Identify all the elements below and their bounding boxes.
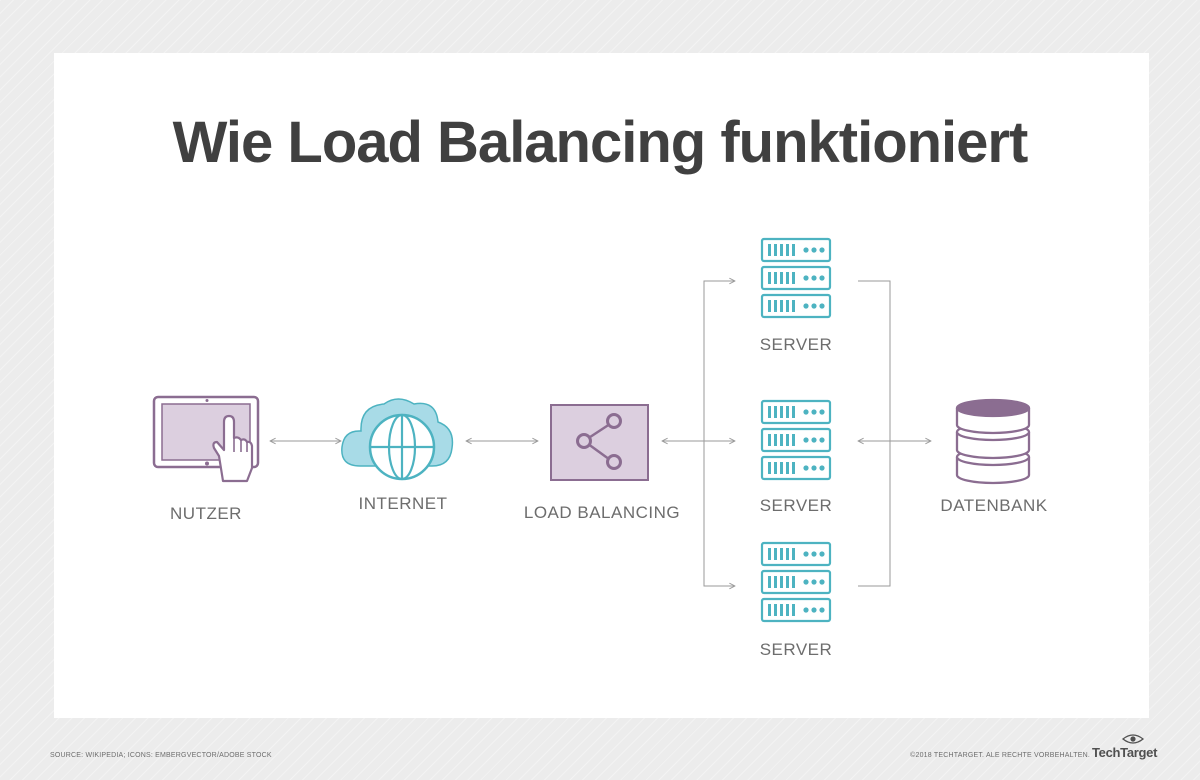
source-credit: SOURCE: WIKIPEDIA; ICONS: EMBERGVECTOR/A… bbox=[50, 752, 272, 759]
bracket-servers-right bbox=[858, 280, 891, 587]
cloud-globe-icon bbox=[341, 398, 454, 481]
diagram-card bbox=[54, 53, 1149, 718]
server-bottom-icon bbox=[762, 543, 830, 621]
share-icon bbox=[550, 404, 649, 481]
label-server-middle: SERVER bbox=[759, 496, 833, 515]
database-icon bbox=[955, 398, 1031, 485]
server-middle-icon bbox=[762, 401, 830, 479]
label-database: DATENBANK bbox=[940, 496, 1048, 515]
label-server-top: SERVER bbox=[759, 335, 833, 354]
label-internet: INTERNET bbox=[358, 494, 448, 513]
label-user: NUTZER bbox=[170, 504, 242, 523]
eye-icon bbox=[1122, 734, 1144, 744]
tablet-touch-icon bbox=[152, 395, 260, 483]
page-title: Wie Load Balancing funktioniert bbox=[172, 110, 1029, 175]
server-top-icon bbox=[762, 239, 830, 317]
bracket-servers-left bbox=[703, 281, 735, 586]
connectors bbox=[270, 281, 931, 586]
label-server-bottom: SERVER bbox=[759, 640, 833, 659]
label-load-balancer: LOAD BALANCING bbox=[523, 503, 681, 522]
copyright-notice: ©2018 TECHTARGET. ALE RECHTE VORBEHALTEN… bbox=[910, 752, 1090, 759]
brand-logo: TechTarget bbox=[1092, 745, 1158, 760]
